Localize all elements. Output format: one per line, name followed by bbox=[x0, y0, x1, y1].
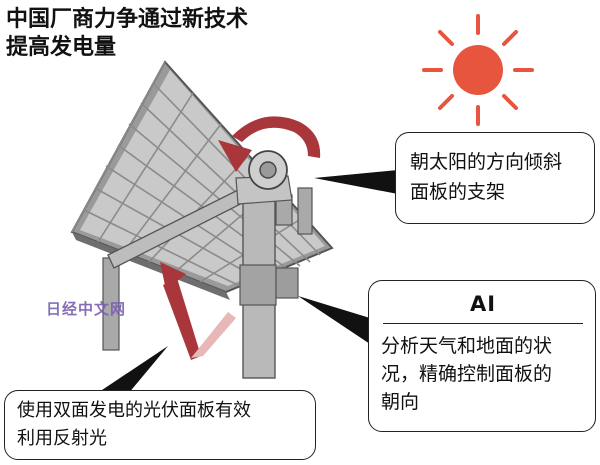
callout-tilt-bracket-line-1: 朝太阳的方向倾斜 bbox=[410, 151, 563, 173]
callout-ai-line-2: 况，精确控制面板的 bbox=[381, 363, 553, 385]
reflection-arrow-icon bbox=[160, 262, 236, 360]
callout-bifacial-line-1: 使用双面发电的光伏面板有效 bbox=[17, 400, 251, 421]
callout-ai: AI 分析天气和地面的状 况，精确控制面板的 朝向 bbox=[368, 280, 596, 432]
title-line-2: 提高发电量 bbox=[6, 35, 117, 60]
callout-ai-heading: AI bbox=[469, 292, 497, 316]
callout-ai-line-1: 分析天气和地面的状 bbox=[381, 335, 553, 357]
callout-bifacial-panel: 使用双面发电的光伏面板有效 利用反射光 bbox=[4, 390, 316, 460]
figure-title: 中国厂商力争通过新技术 提高发电量 bbox=[6, 6, 306, 62]
callout-ai-divider bbox=[383, 323, 583, 324]
callout-tilt-bracket: 朝太阳的方向倾斜 面板的支架 bbox=[395, 132, 595, 224]
callout-ai-line-3: 朝向 bbox=[381, 391, 420, 413]
callout-bifacial-line-2: 利用反射光 bbox=[17, 428, 107, 449]
callout-tilt-bracket-line-2: 面板的支架 bbox=[410, 181, 506, 203]
watermark: 日经中文网 bbox=[46, 300, 127, 318]
pivot-joint bbox=[248, 150, 288, 190]
tracker-pole bbox=[235, 175, 313, 379]
callout-pointers bbox=[96, 170, 398, 394]
rotation-arrow-icon bbox=[218, 116, 321, 172]
sun-icon bbox=[422, 14, 534, 126]
title-line-1: 中国厂商力争通过新技术 bbox=[6, 7, 249, 32]
